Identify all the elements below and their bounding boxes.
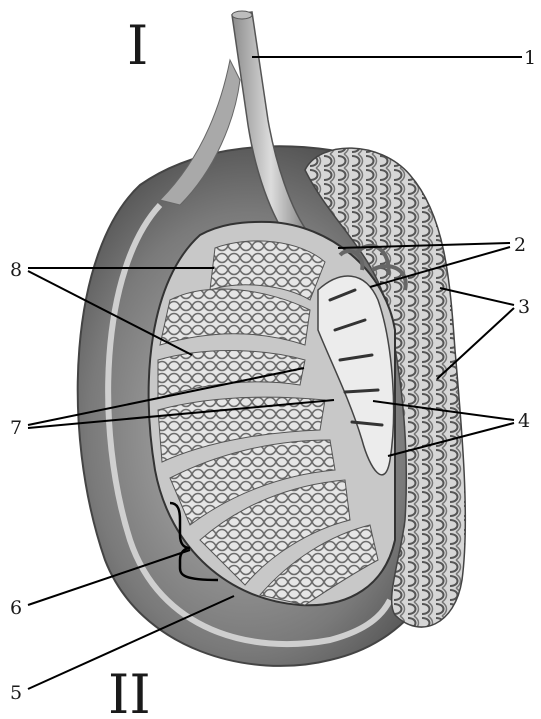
roman-numeral-top: I [127,14,148,77]
label-1: 1 [524,47,536,69]
label-5: 5 [10,682,22,704]
label-3: 3 [518,296,530,318]
label-7: 7 [10,417,22,439]
roman-numeral-bottom: II [108,663,151,719]
label-6: 6 [10,597,22,619]
label-4: 4 [518,410,530,432]
label-2: 2 [514,234,526,256]
label-8: 8 [10,259,22,281]
